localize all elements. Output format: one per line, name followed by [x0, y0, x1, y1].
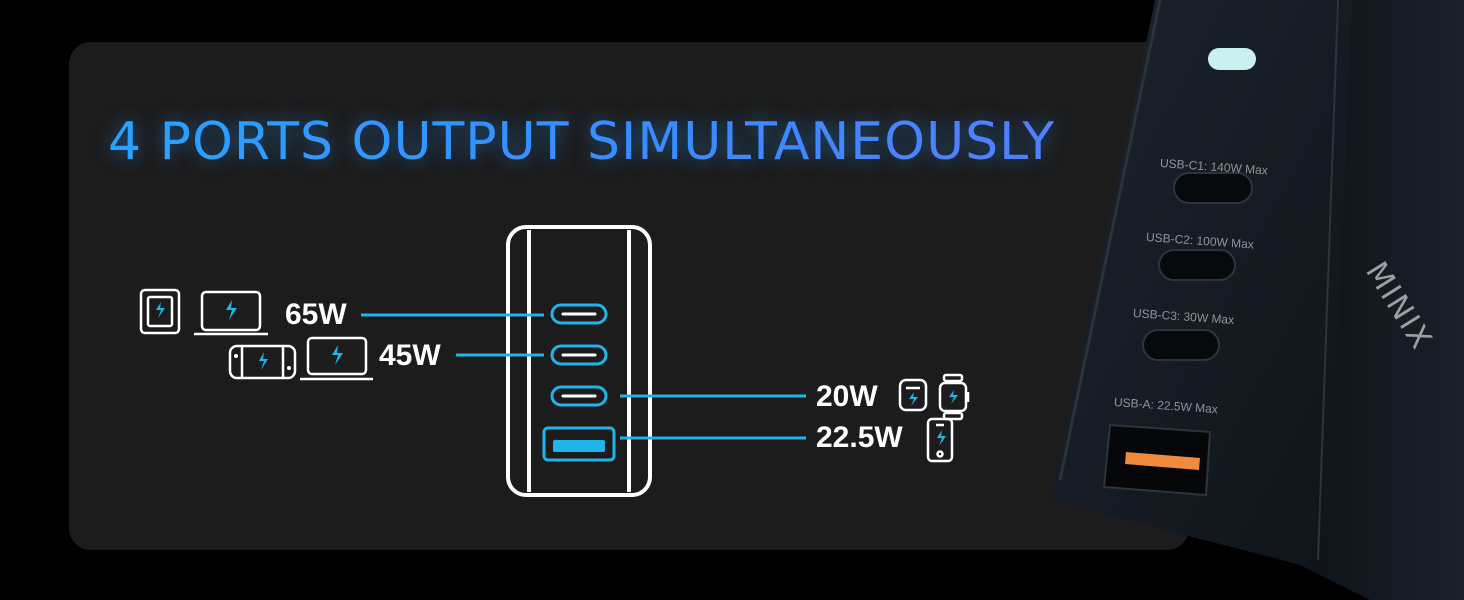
usb-c2-port-icon — [550, 344, 608, 366]
output-20w-label: 20W — [816, 380, 878, 413]
usb-c2-port-icon — [1158, 249, 1236, 281]
usb-c1-port-icon — [1173, 172, 1253, 204]
led-indicator-icon — [1208, 48, 1256, 70]
tablet-icon — [139, 288, 181, 335]
usb-a-port-icon — [542, 426, 616, 462]
headline: 4 PORTS OUTPUT SIMULTANEOUSLY — [108, 112, 1055, 172]
laptop-icon — [300, 336, 373, 381]
output-45w-label: 45W — [379, 339, 441, 372]
leader-lines — [361, 313, 806, 440]
game-console-icon — [228, 344, 297, 380]
usb-c1-port-icon — [550, 303, 608, 325]
phone-icon — [926, 417, 954, 463]
smartwatch-icon — [938, 373, 970, 421]
usb-c3-port-icon — [1142, 329, 1220, 361]
usb-c3-port-icon — [550, 385, 608, 407]
charger-outline-icon — [506, 225, 652, 497]
output-65w-label: 65W — [285, 298, 347, 331]
laptop-icon — [194, 290, 268, 336]
usb-a-port-icon — [1102, 423, 1212, 497]
output-22-5w-label: 22.5W — [816, 421, 903, 454]
charger-product-image — [1050, 0, 1464, 600]
smartwatch-icon — [898, 378, 928, 412]
